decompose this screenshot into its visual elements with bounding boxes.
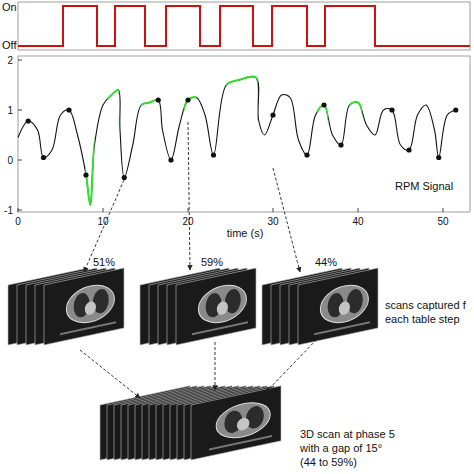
gate-frame <box>18 2 470 50</box>
y-tick <box>18 60 22 61</box>
phase-dot <box>436 155 441 160</box>
phase-dot <box>304 152 309 157</box>
axis-tick-label: 2 <box>7 55 13 66</box>
annotation: with a gap of 15° <box>300 442 382 454</box>
phase-dot <box>453 107 458 112</box>
phase-dot <box>122 175 127 180</box>
axis-tick-label: 10 <box>97 216 108 227</box>
dashed-arrow <box>80 350 140 398</box>
annotation: scans captured f <box>385 299 466 311</box>
level-label: Off <box>2 39 16 51</box>
x-tick <box>358 208 359 212</box>
axis-tick-label: 40 <box>352 216 363 227</box>
signal-name: RPM Signal <box>395 180 453 192</box>
phase-percent: 44% <box>314 256 338 268</box>
ct-slice <box>298 268 378 345</box>
axis-title: time (s) <box>227 227 264 239</box>
axis-tick-label: 1 <box>7 105 13 116</box>
x-tick <box>273 208 274 212</box>
annotation: each table step <box>385 313 460 325</box>
phase-dot <box>211 152 216 157</box>
axis-tick-label: 50 <box>437 216 448 227</box>
ct-slice <box>44 268 124 345</box>
phase-percent: 59% <box>200 256 224 268</box>
phase-dot <box>321 102 326 107</box>
axis-tick-label: 0 <box>15 216 21 227</box>
phase-dot <box>338 142 343 147</box>
ct-slice <box>176 268 256 345</box>
phase-dot <box>26 118 31 123</box>
gate-signal <box>18 6 470 46</box>
axis-tick-label: 30 <box>267 216 278 227</box>
ct-slice <box>191 386 281 460</box>
x-tick <box>443 208 444 212</box>
y-tick <box>18 160 22 161</box>
phase-dot <box>66 107 71 112</box>
axis-tick-label: -1 <box>4 205 13 216</box>
phase-dot <box>168 157 173 162</box>
dashed-arrow <box>266 336 320 392</box>
phase-dot <box>156 97 161 102</box>
plot-frame <box>18 56 470 212</box>
axis-tick-label: 0 <box>7 155 13 166</box>
x-tick <box>188 208 189 212</box>
dashed-arrow <box>84 180 124 272</box>
phase-dot <box>41 155 46 160</box>
annotation: 3D scan at phase 5 <box>300 428 395 440</box>
phase-dot <box>406 147 411 152</box>
phase-dot <box>185 97 190 102</box>
gated-segment <box>18 76 456 205</box>
phase-dot <box>83 172 88 177</box>
x-tick <box>103 208 104 212</box>
phase-dot <box>270 112 275 117</box>
x-tick <box>18 208 19 212</box>
y-tick <box>18 210 22 211</box>
level-label: On <box>2 1 17 13</box>
axis-tick-label: 20 <box>182 216 193 227</box>
dashed-arrow <box>215 342 216 390</box>
phase-percent: 51% <box>92 256 116 268</box>
annotation: (44 to 59%) <box>300 456 357 468</box>
rpm-trace <box>18 76 456 205</box>
phase-dot <box>389 107 394 112</box>
y-tick <box>18 110 22 111</box>
dashed-arrow <box>188 122 190 270</box>
